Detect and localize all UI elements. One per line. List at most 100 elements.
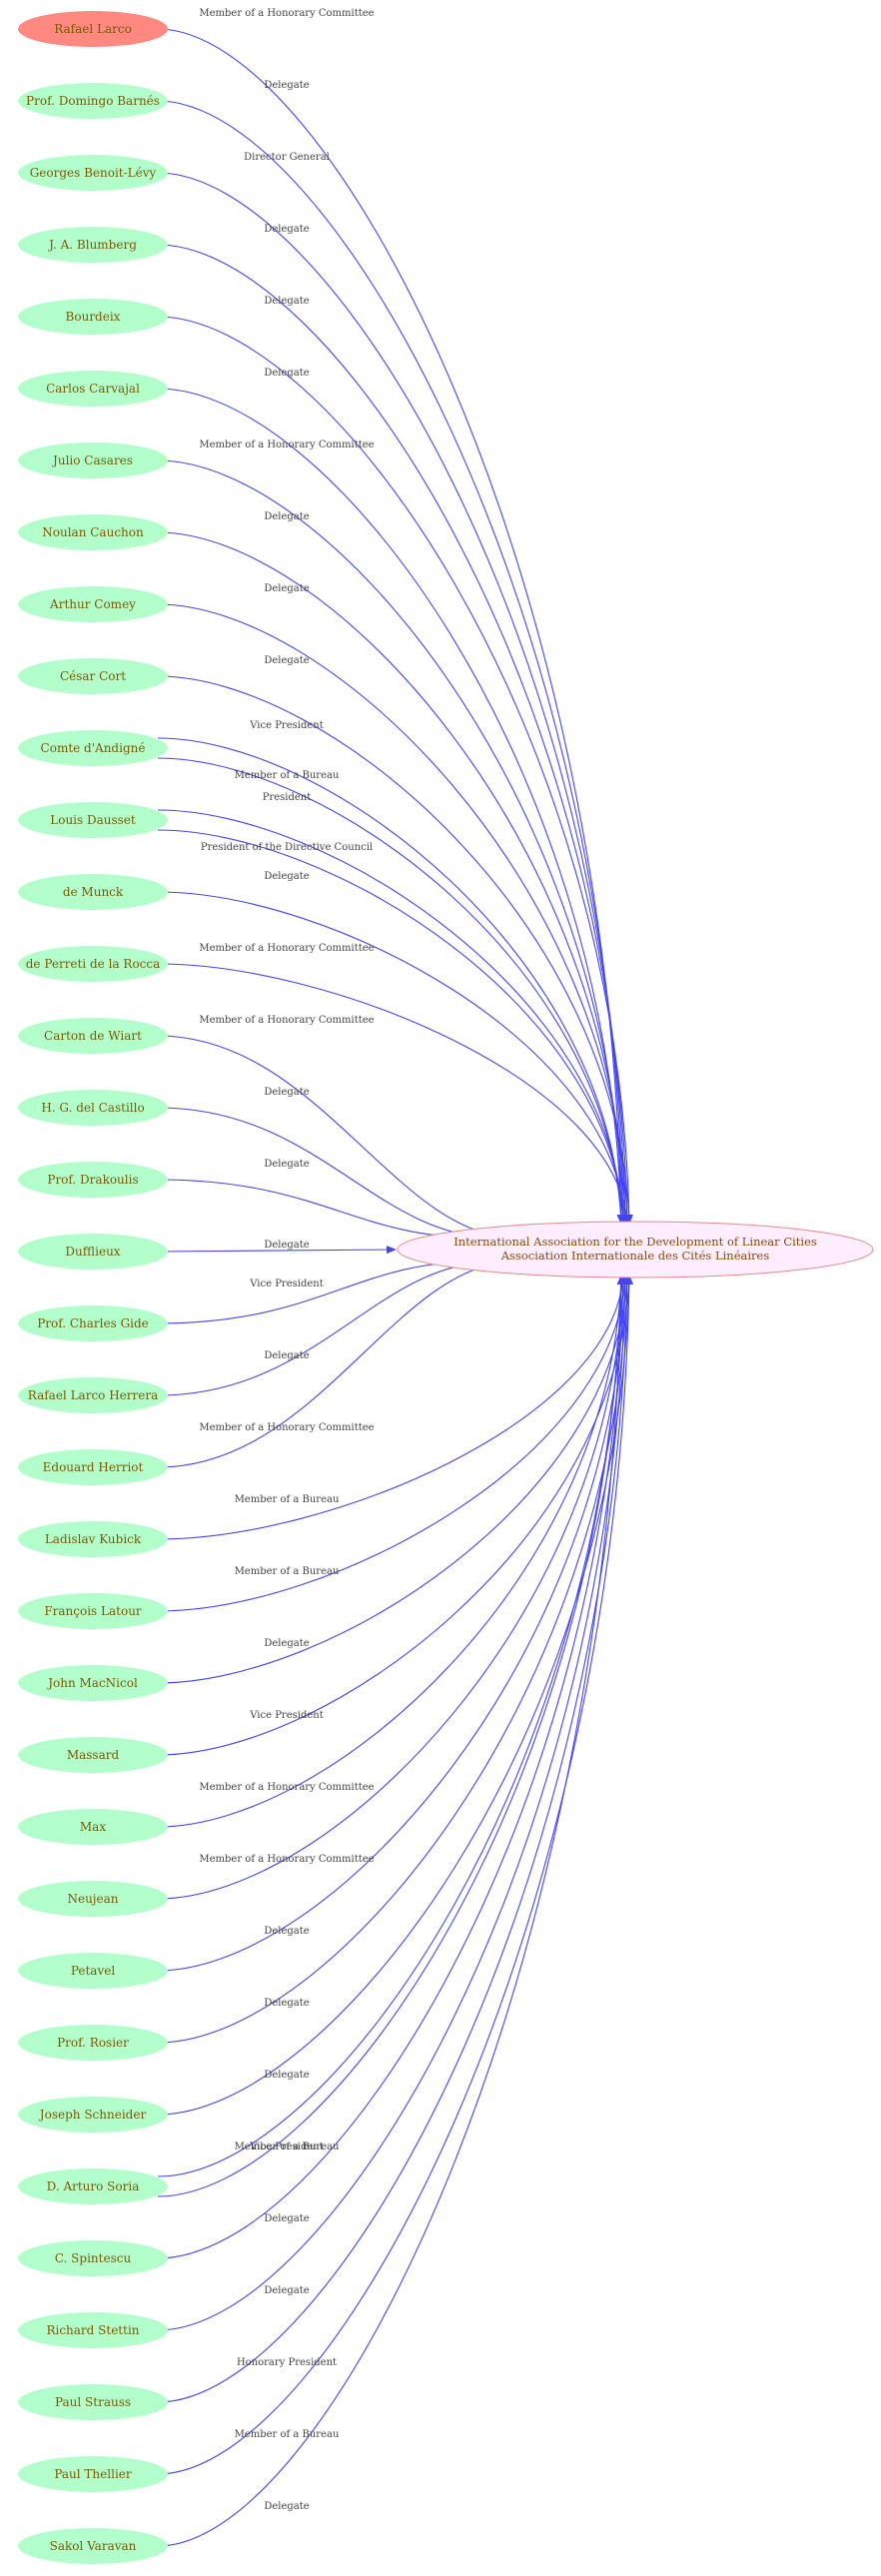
relationship-edge (157, 891, 629, 1225)
edge-label: President (263, 792, 312, 803)
edge-label: Delegate (264, 583, 309, 594)
person-node-ellipse (18, 1162, 168, 1198)
edge-label: Honorary President (237, 2357, 337, 2368)
relationship-edge (157, 1179, 476, 1242)
person-node[interactable]: Richard Stettin (18, 2312, 168, 2348)
edge-label: Member of a Honorary Committee (199, 8, 374, 19)
person-node[interactable]: Julio Casares (18, 442, 168, 478)
relationship-edge (157, 244, 631, 1225)
person-node[interactable]: Prof. Rosier (18, 2025, 168, 2061)
person-node-label: Prof. Drakoulis (47, 1173, 138, 1187)
person-node-ellipse (18, 2384, 168, 2420)
person-node-ellipse (18, 1665, 168, 1701)
person-node[interactable]: Bourdeix (18, 299, 168, 335)
edge-label: Member of a Honorary Committee (199, 943, 374, 954)
person-node-label: Julio Casares (51, 453, 133, 467)
relationship-edge (157, 1258, 496, 1396)
edge-label: President of the Directive Council (201, 842, 373, 853)
person-node[interactable]: Prof. Drakoulis (18, 1162, 168, 1198)
person-node[interactable]: Paul Strauss (18, 2384, 168, 2420)
person-node[interactable]: Noulan Cauchon (18, 514, 168, 550)
person-node[interactable]: C. Spintescu (18, 2240, 168, 2276)
person-node[interactable]: Max (18, 1809, 168, 1845)
person-node[interactable]: Prof. Charles Gide (18, 1305, 168, 1341)
person-node-label: Paul Strauss (55, 2395, 131, 2409)
person-node-ellipse (18, 1305, 168, 1341)
person-node[interactable]: de Perreti de la Rocca (18, 946, 168, 982)
relationship-edge (157, 809, 627, 1225)
edge-label: Director General (244, 152, 330, 163)
person-node[interactable]: Comte d'Andigné (18, 730, 168, 766)
center-node-title: International Association for the Develo… (453, 1235, 817, 1249)
person-node[interactable]: Georges Benoit-Lévy (18, 155, 168, 191)
edge-label: Delegate (264, 2070, 309, 2081)
person-node[interactable]: Ladislav Kubick (18, 1521, 168, 1557)
person-node-ellipse (18, 874, 168, 910)
edge-label: Delegate (264, 1350, 309, 1361)
person-node-label: Louis Dausset (50, 813, 136, 827)
person-node[interactable]: J. A. Blumberg (18, 227, 168, 263)
person-node-label: H. G. del Castillo (41, 1101, 144, 1115)
person-node-label: Bourdeix (66, 310, 121, 324)
relationship-edge (157, 1246, 397, 1255)
relationship-edge (157, 1275, 633, 2116)
person-node[interactable]: Rafael Larco (18, 11, 168, 47)
person-node-label: Edouard Herriot (43, 1460, 144, 1474)
person-node-label: C. Spintescu (55, 2251, 132, 2265)
edge-label: Delegate (264, 80, 309, 91)
relationship-edge (157, 737, 625, 1225)
person-node-label: Joseph Schneider (38, 2108, 147, 2122)
person-node[interactable]: Joseph Schneider (18, 2097, 168, 2133)
relationship-edge (157, 316, 633, 1225)
person-node[interactable]: Dufflieux (18, 1234, 168, 1270)
relationship-edge (157, 1275, 629, 2331)
person-node[interactable]: Neujean (18, 1881, 168, 1917)
edge-label: Delegate (264, 2285, 309, 2296)
person-node-ellipse (18, 1881, 168, 1917)
person-node[interactable]: Carlos Carvajal (18, 371, 168, 407)
person-node-label: Prof. Rosier (57, 2036, 129, 2050)
center-node-subtitle: Association Internationale des Cités Lin… (500, 1249, 770, 1263)
edge-label: Delegate (264, 511, 309, 522)
edge-label: Delegate (264, 1087, 309, 1098)
person-node-label: Noulan Cauchon (42, 525, 144, 539)
person-node[interactable]: D. Arturo Soria (18, 2168, 168, 2204)
person-node[interactable]: Petavel (18, 1953, 168, 1989)
edge-label: Delegate (264, 368, 309, 379)
center-node[interactable]: International Association for the Develo… (397, 1221, 874, 1279)
person-node[interactable]: Paul Thellier (18, 2456, 168, 2492)
person-node-label: John MacNicol (46, 1676, 138, 1690)
edge-label: Delegate (264, 871, 309, 882)
person-node[interactable]: César Cort (18, 658, 168, 694)
person-node-label: D. Arturo Soria (47, 2179, 140, 2193)
person-node[interactable]: Prof. Domingo Barnés (18, 83, 168, 119)
person-node[interactable]: H. G. del Castillo (18, 1090, 168, 1126)
person-node[interactable]: Louis Dausset (18, 802, 168, 838)
person-node[interactable]: Edouard Herriot (18, 1449, 168, 1485)
person-node[interactable]: Massard (18, 1737, 168, 1773)
person-node-ellipse (18, 442, 168, 478)
person-node[interactable]: François Latour (18, 1593, 168, 1629)
relationship-edge (157, 1275, 625, 2177)
person-node-ellipse (18, 586, 168, 622)
person-node-label: J. A. Blumberg (47, 238, 137, 252)
person-node-label: Rafael Larco (54, 22, 132, 36)
person-node[interactable]: John MacNicol (18, 1665, 168, 1701)
person-node-label: Prof. Charles Gide (37, 1316, 149, 1330)
person-node[interactable]: Sakol Varavan (18, 2528, 168, 2564)
person-node[interactable]: Rafael Larco Herrera (18, 1377, 168, 1413)
person-node[interactable]: Carton de Wiart (18, 1018, 168, 1054)
relationship-edge (157, 1275, 633, 1756)
person-node[interactable]: de Munck (18, 874, 168, 910)
center-node-ellipse (397, 1221, 874, 1279)
person-node-label: Ladislav Kubick (45, 1532, 142, 1546)
person-node-ellipse (18, 2240, 168, 2276)
relationship-edge (157, 531, 629, 1225)
edge-label: Vice President (249, 720, 323, 731)
edge-label: Member of a Bureau (235, 1566, 340, 1577)
person-node[interactable]: Arthur Comey (18, 586, 168, 622)
relationship-edge (157, 1275, 627, 1900)
edge-label: Member of a Honorary Committee (199, 1782, 374, 1793)
edge-label: Delegate (264, 1998, 309, 2009)
